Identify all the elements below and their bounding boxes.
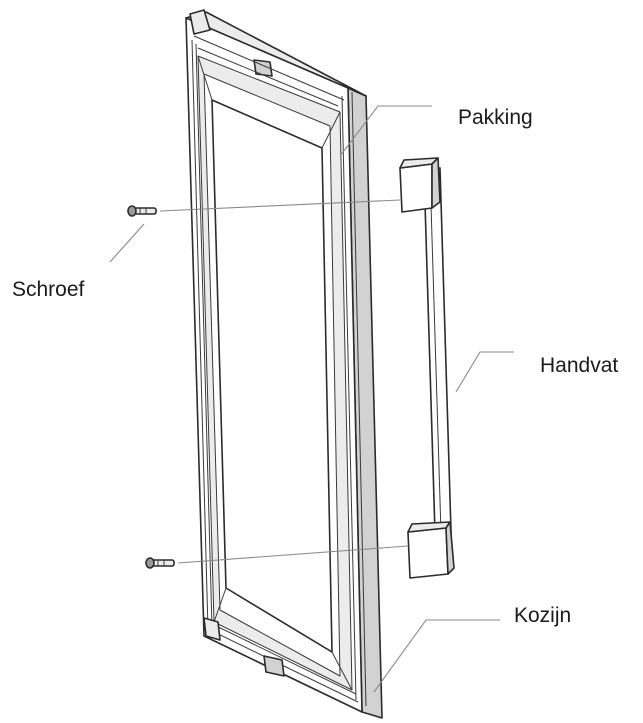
door-frame: [185, 9, 383, 719]
label-kozijn: Kozijn: [514, 604, 571, 627]
handle-bar: [423, 167, 453, 567]
schroef-leader: [109, 223, 145, 263]
glass-pane: [211, 99, 333, 653]
handle-top-mount: [399, 163, 433, 213]
screw-top-guide: [159, 199, 401, 212]
screw-bottom: [145, 557, 175, 569]
handle: [399, 157, 455, 579]
screw-bottom-guide: [177, 545, 409, 564]
handvat-leader: [455, 351, 514, 393]
kozijn-leader: [373, 619, 500, 693]
label-handvat: Handvat: [540, 354, 618, 377]
bottom-clip: [263, 655, 285, 677]
label-schroef: Schroef: [12, 278, 85, 301]
top-bracket: [189, 9, 211, 35]
screw-top: [127, 205, 157, 217]
label-pakking: Pakking: [458, 106, 533, 129]
bottom-bracket: [203, 617, 221, 641]
handle-bottom-mount: [407, 527, 449, 579]
pakking-leader: [339, 105, 432, 157]
